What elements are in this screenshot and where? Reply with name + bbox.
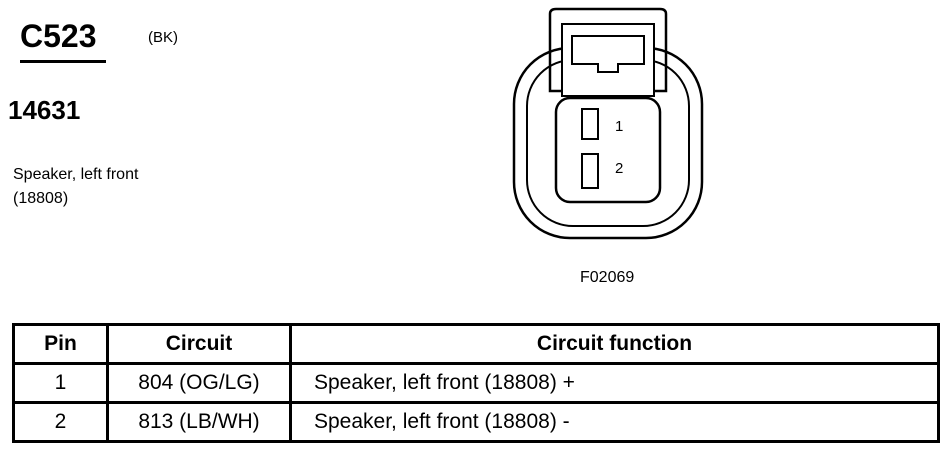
pin-cell: 1 [12,362,109,404]
connector-face-diagram: 1 2 [512,7,704,240]
column-header-pin: Pin [12,323,109,365]
pin-cavity-2 [581,153,599,189]
connector-id: C523 [20,18,97,54]
connector-color: (BK) [148,29,178,46]
table-row: 2 813 (LB/WH) Speaker, left front (18808… [12,401,940,443]
pin-table: Pin Circuit Circuit function 1 804 (OG/L… [12,323,940,443]
connector-id-underline [20,60,106,63]
part-number: 14631 [8,95,81,125]
component-number: (18808) [13,190,69,207]
table-header-row: Pin Circuit Circuit function [12,323,940,365]
circuit-function-cell: Speaker, left front (18808) - [289,401,940,443]
pin-label-2: 2 [615,160,623,177]
pin-insert [554,96,662,204]
pin-cell: 2 [12,401,109,443]
pin-cavity-1 [581,108,599,140]
pin-label-1: 1 [615,118,623,135]
component-description: Speaker, left front [13,166,139,183]
table-row: 1 804 (OG/LG) Speaker, left front (18808… [12,362,940,404]
column-header-circuit-function: Circuit function [289,323,940,365]
figure-id: F02069 [580,269,635,286]
column-header-circuit: Circuit [106,323,292,365]
circuit-cell: 804 (OG/LG) [106,362,292,404]
circuit-cell: 813 (LB/WH) [106,401,292,443]
circuit-function-cell: Speaker, left front (18808) + [289,362,940,404]
